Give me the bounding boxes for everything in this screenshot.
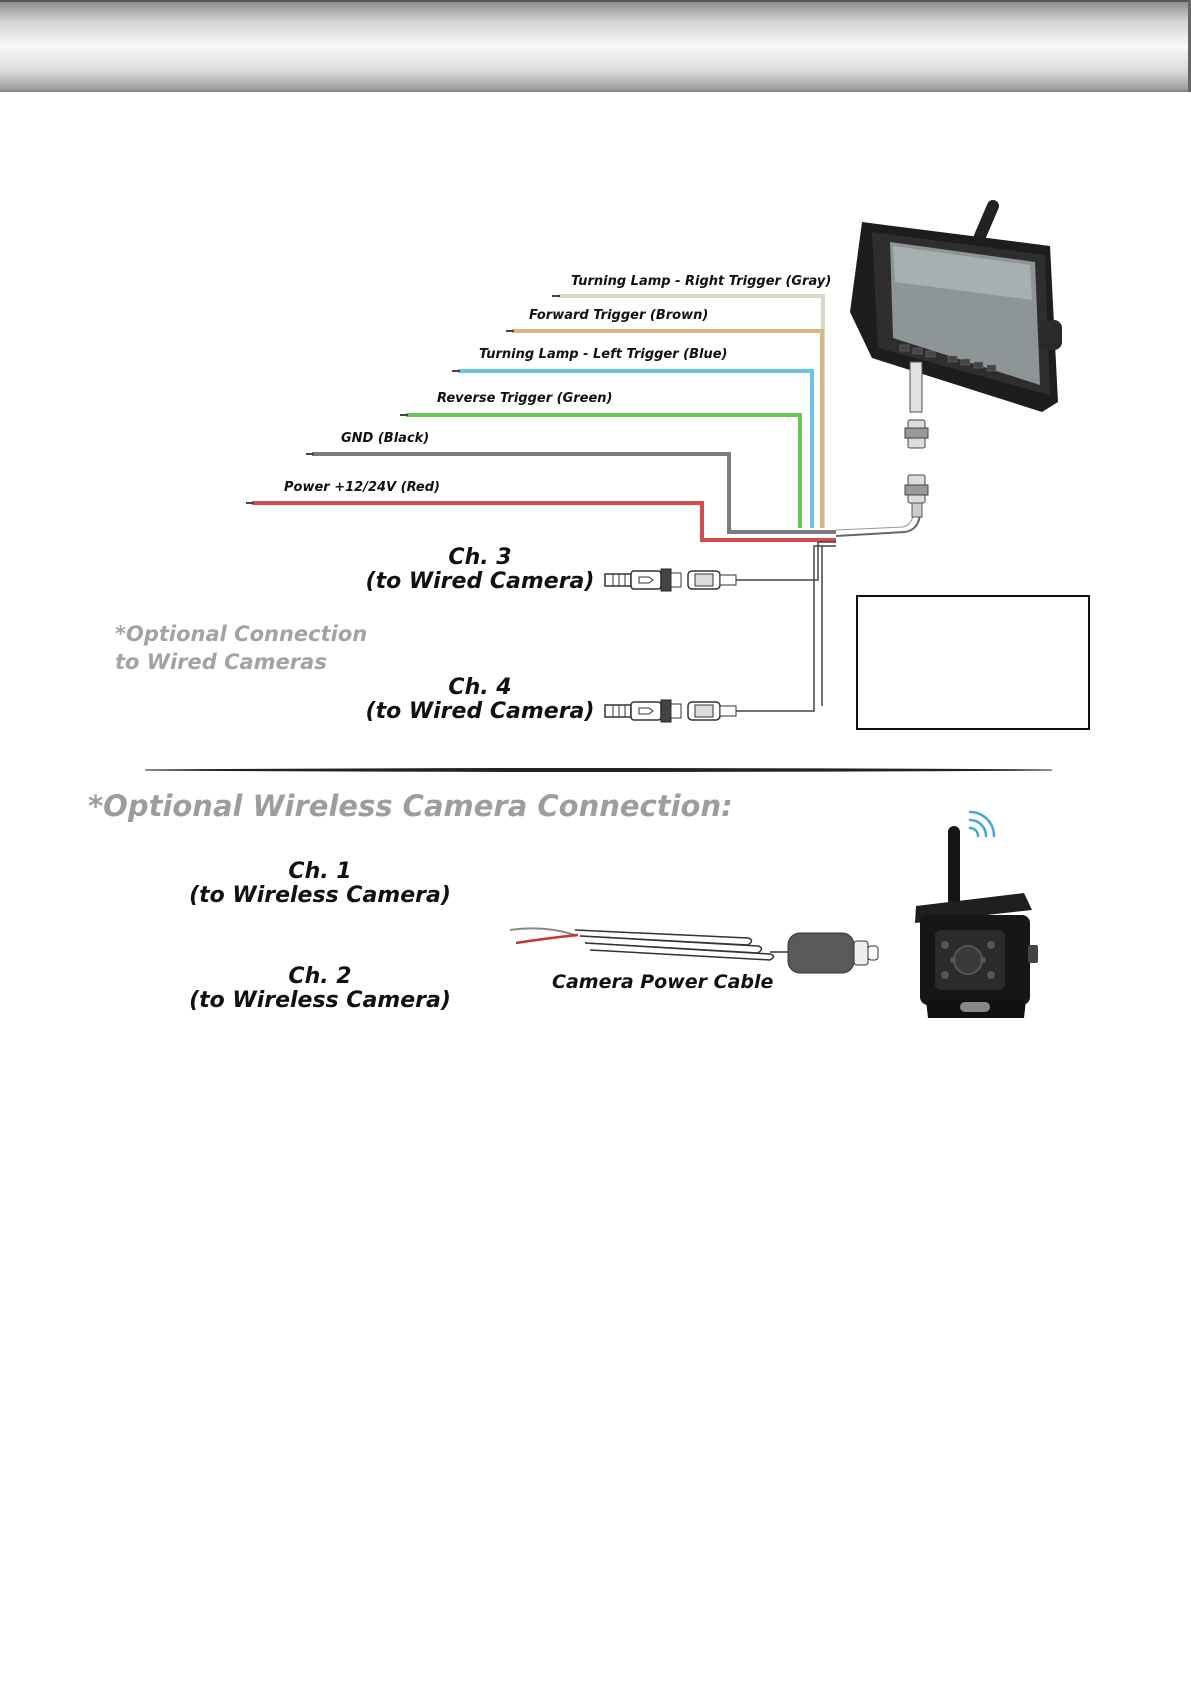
ch1-label: Ch. 1 (to Wireless Camera) — [170, 860, 470, 908]
wire-black — [312, 452, 836, 534]
ch2-line1: Ch. 2 — [288, 964, 352, 989]
wire-label-blue: Turning Lamp - Left Trigger (Blue) — [479, 347, 728, 362]
connector-icon — [604, 699, 737, 723]
header-bar — [0, 0, 1191, 92]
wifi-icon — [968, 810, 996, 838]
wire-label-black: GND (Black) — [341, 431, 430, 446]
ch2-line2: (to Wireless Camera) — [189, 988, 451, 1013]
blank-box — [856, 595, 1090, 730]
ch2-label: Ch. 2 (to Wireless Camera) — [170, 965, 470, 1013]
cable-bundle — [835, 500, 921, 537]
wire-label-green: Reverse Trigger (Green) — [437, 391, 613, 406]
camera-power-cable-label: Camera Power Cable — [552, 971, 774, 993]
ch4-label: Ch. 4 (to Wired Camera) — [360, 676, 600, 724]
wire-blue — [458, 369, 814, 528]
ch3-line2: (to Wired Camera) — [365, 569, 595, 594]
ch4-cable — [736, 545, 836, 712]
optional-line2: to Wired Cameras — [115, 650, 327, 674]
ch4-line2: (to Wired Camera) — [365, 699, 595, 724]
wire-label-gray: Turning Lamp - Right Trigger (Gray) — [571, 274, 832, 289]
optional-wired-note: *Optional Connection to Wired Cameras — [115, 620, 367, 676]
wireless-section-title: *Optional Wireless Camera Connection: — [88, 789, 733, 823]
connector-icon — [604, 568, 737, 592]
wire-label-brown: Forward Trigger (Brown) — [529, 308, 709, 323]
ch4-line1: Ch. 4 — [448, 675, 512, 700]
header-edge — [1188, 0, 1191, 92]
monitor-icon — [850, 200, 1062, 518]
wire-red — [252, 501, 836, 542]
ch3-label: Ch. 3 (to Wired Camera) — [360, 546, 600, 594]
wire-brown — [512, 329, 824, 528]
power-cable — [509, 927, 879, 974]
optional-line1: *Optional Connection — [115, 622, 368, 646]
wire-green — [406, 413, 802, 528]
ch1-line2: (to Wireless Camera) — [189, 883, 451, 908]
wire-label-red: Power +12/24V (Red) — [284, 480, 440, 495]
ch1-line1: Ch. 1 — [288, 859, 352, 884]
ch3-line1: Ch. 3 — [448, 545, 512, 570]
ch3-cable — [736, 541, 836, 581]
camera-icon — [915, 826, 1038, 1018]
section-divider — [144, 768, 1053, 772]
